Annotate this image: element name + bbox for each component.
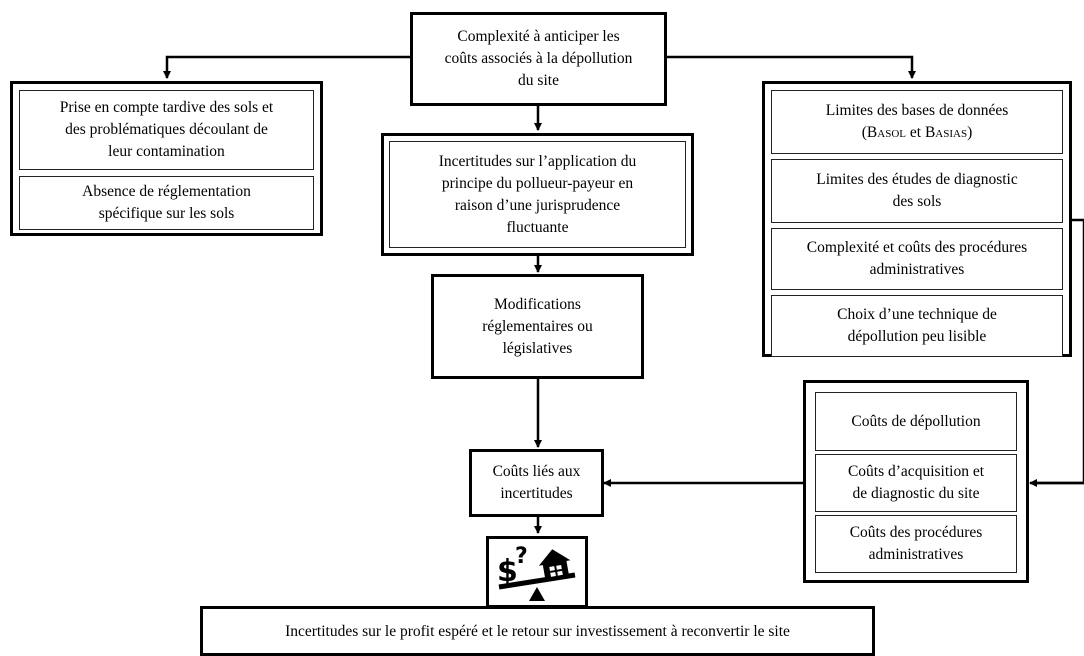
jurisprudence-label: Incertitudes sur l’application du princi… (438, 152, 637, 236)
dollar-glyph: $ (497, 554, 518, 589)
right-item-procedures: Complexité et coûts des procédures admin… (771, 228, 1063, 290)
basol-name: Basol (866, 124, 906, 141)
modifications-label: Modifications réglementaires ou législat… (482, 295, 593, 357)
cost-item-depollution: Coûts de dépollution (815, 392, 1017, 451)
left-item-no-regulation: Absence de réglementation spécifique sur… (19, 176, 314, 230)
bottom-box: Incertitudes sur le profit espéré et le … (200, 606, 875, 656)
modifications-box: Modifications réglementaires ou législat… (431, 274, 644, 379)
arrow-top-to-left (163, 55, 410, 79)
cost-item-procedures: Coûts des procédures administratives (815, 515, 1017, 573)
left-item-late-consideration: Prise en compte tardive des sols et des … (19, 90, 314, 170)
left-group: Prise en compte tardive des sols et des … (10, 81, 323, 236)
right-group: Limites des bases de données (Basol et B… (762, 81, 1072, 357)
right-item-technique: Choix d’une technique de dépollution peu… (771, 295, 1063, 357)
basias-name: Basias (924, 124, 968, 141)
right-item-databases: Limites des bases de données (Basol et B… (771, 90, 1063, 154)
costs-uncertainty-label: Coûts liés aux incertitudes (492, 463, 581, 502)
cost-group: Coûts de dépollution Coûts d’acquisition… (803, 380, 1029, 583)
jurisprudence-inner: Incertitudes sur l’application du princi… (389, 141, 686, 248)
arrow-top-to-right (666, 55, 916, 79)
balance-illustration: $ ? (497, 544, 576, 601)
top-box-label: Complexité à anticiper les coûts associé… (444, 28, 633, 89)
databases-names: (Basol et Basias) (861, 124, 973, 141)
costs-uncertainty-box: Coûts liés aux incertitudes (469, 449, 604, 517)
right-item-diagnostic: Limites des études de diagnostic des sol… (771, 159, 1063, 223)
house-money-balance-icon: $ ? (486, 536, 588, 608)
top-box: Complexité à anticiper les coûts associé… (410, 12, 667, 106)
bottom-box-label: Incertitudes sur le profit espéré et le … (285, 623, 790, 640)
question-glyph: ? (515, 544, 528, 569)
jurisprudence-box: Incertitudes sur l’application du princi… (381, 133, 694, 256)
cost-item-acquisition: Coûts d’acquisition et de diagnostic du … (815, 454, 1017, 512)
